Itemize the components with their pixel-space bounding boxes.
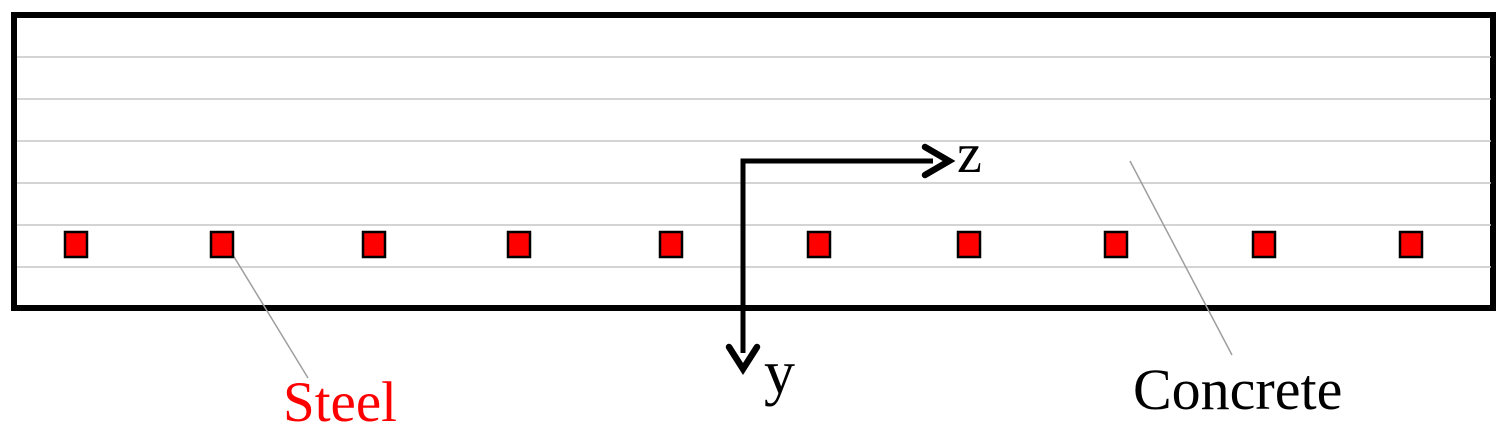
steel-bar bbox=[658, 230, 684, 259]
y-axis-arrowhead bbox=[725, 343, 761, 376]
concrete-leader-line bbox=[1129, 160, 1233, 356]
steel-bars-group bbox=[63, 230, 1424, 259]
steel-bar bbox=[806, 230, 832, 259]
steel-bar bbox=[1103, 230, 1129, 259]
concrete-label: Concrete bbox=[1133, 357, 1342, 422]
steel-bar bbox=[1398, 230, 1424, 259]
steel-bar bbox=[1251, 230, 1277, 259]
steel-bar bbox=[63, 230, 89, 259]
coordinate-axes-group bbox=[725, 143, 956, 376]
leader-lines-group bbox=[227, 160, 1233, 379]
steel-bar bbox=[506, 230, 532, 259]
steel-leader-line bbox=[227, 246, 309, 379]
steel-bar bbox=[361, 230, 387, 259]
z-axis-label: z bbox=[957, 123, 982, 185]
steel-bar bbox=[209, 230, 235, 259]
concrete-layer-lines-group bbox=[17, 56, 1491, 268]
z-axis-arrowhead bbox=[921, 143, 956, 179]
steel-label: Steel bbox=[283, 371, 397, 424]
y-axis-label: y bbox=[764, 339, 795, 407]
steel-bar bbox=[956, 230, 982, 259]
